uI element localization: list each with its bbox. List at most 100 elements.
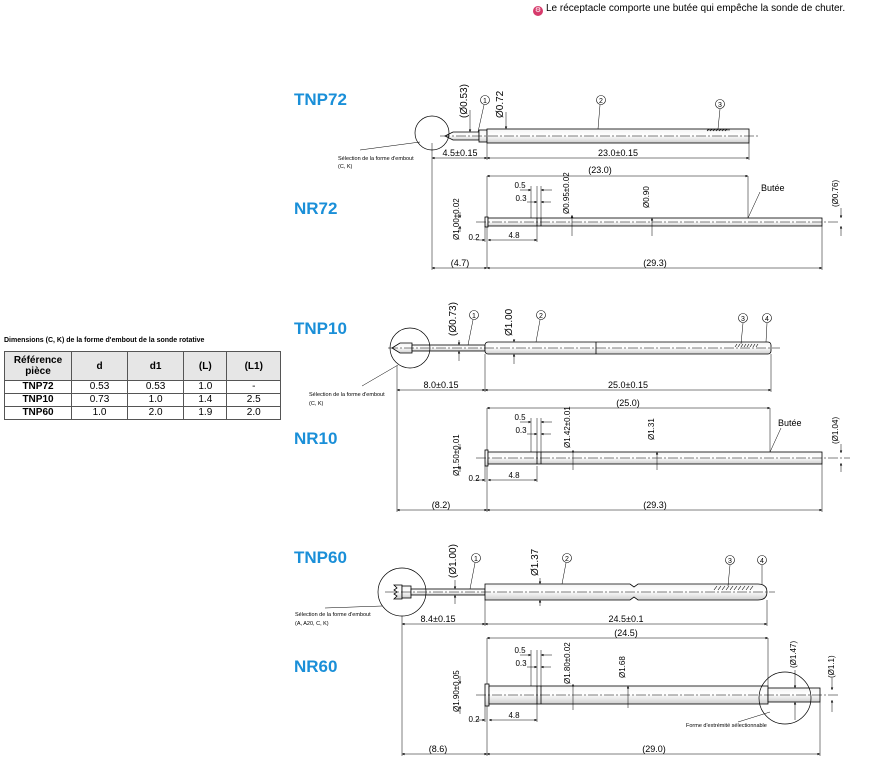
table-caption: Dimensions (C, K) de la forme d'embout d… — [4, 337, 205, 344]
callout-1 — [480, 95, 490, 105]
length-dim: (29.3) — [643, 500, 667, 510]
svg-text:1: 1 — [483, 98, 487, 105]
overall-length: (25.0) — [616, 398, 640, 408]
header-note: ⚙Le réceptacle comporte une butée qui em… — [533, 3, 845, 16]
diameter-label: (Ø1.04) — [831, 417, 840, 444]
tip-note-line1: Sélection de la forme d'embout — [295, 612, 371, 618]
spring-hatch — [713, 585, 754, 591]
diameter-label: Ø1.00 — [504, 308, 515, 336]
svg-text:4: 4 — [760, 558, 764, 565]
stop-label: Butée — [761, 183, 785, 193]
svg-text:2: 2 — [565, 556, 569, 563]
diameter-label: (Ø1.00) — [448, 544, 459, 578]
diameter-label: Ø1.31 — [647, 418, 656, 440]
svg-text:2: 2 — [599, 98, 603, 105]
callout-2 — [596, 95, 606, 105]
length-dim: 8.0±0.15 — [424, 380, 459, 390]
svg-text:1: 1 — [474, 556, 478, 563]
length-dim: (8.2) — [432, 500, 451, 510]
diameter-label: (Ø0.73) — [448, 302, 459, 336]
small-dim: 4.8 — [508, 231, 520, 240]
diameter-label: Ø1.80±0.02 — [563, 642, 572, 684]
spring-hatch — [706, 128, 728, 132]
step-dim: 0.3 — [515, 194, 527, 203]
probe-drawing-tnp10: Sélection de la forme d'embout (C, K) (Ø… — [309, 302, 780, 512]
length-dim: 8.4±0.15 — [421, 614, 456, 624]
small-dim: 0.2 — [468, 233, 480, 242]
diameter-label: Ø1.42±0.01 — [563, 406, 572, 448]
step-dim: 0.3 — [515, 426, 527, 435]
diameter-label: Ø0.90 — [642, 186, 651, 208]
receptacle-title-nr10: NR10 — [294, 429, 338, 448]
col-header-l: (L) — [183, 351, 228, 381]
overall-length: (24.5) — [614, 628, 638, 638]
step-dim: 0.5 — [514, 646, 526, 655]
step-dim: 0.5 — [514, 181, 526, 190]
step-dim: 0.5 — [514, 413, 526, 422]
length-dim: 4.5±0.15 — [443, 148, 478, 158]
diameter-label: Ø0.72 — [495, 90, 506, 118]
spring-hatch — [734, 343, 759, 348]
tool-badge-icon: ⚙ — [533, 6, 543, 16]
callout-2 — [562, 553, 572, 563]
stop-label: Butée — [778, 418, 802, 428]
length-dim: (8.6) — [429, 744, 448, 754]
table-cell: TNP60 — [4, 406, 72, 420]
probe-title-tnp60: TNP60 — [294, 548, 347, 567]
step-dim: 0.3 — [515, 659, 527, 668]
diameter-label: Ø1.50±0.01 — [452, 434, 461, 476]
callout-3 — [715, 99, 725, 109]
table-cell: 2.0 — [226, 406, 281, 420]
probe-title-tnp72: TNP72 — [294, 90, 347, 109]
diameter-label: (Ø1.47) — [789, 641, 798, 668]
receptacle-drawing-nr10: (25.0) 0.5 0.3 Ø1.50±0.01 Ø1.42±0.01 Ø1.… — [397, 398, 850, 512]
end-detail-circle — [758, 671, 812, 725]
diameter-label: (Ø0.53) — [459, 84, 470, 118]
col-header-l1: (L1) — [226, 351, 281, 381]
tip-note-line1: Sélection de la forme d'embout — [338, 156, 414, 162]
svg-text:1: 1 — [472, 313, 476, 320]
svg-text:4: 4 — [765, 316, 769, 323]
callout-1 — [469, 310, 479, 320]
tip-note-line2: (C, K) — [309, 401, 324, 407]
tip-note-line2: (C, K) — [338, 164, 353, 170]
diameter-label: (Ø1.1) — [827, 655, 836, 678]
tip-note-line1: Sélection de la forme d'embout — [309, 392, 385, 398]
tip-note-line2: (A, A20, C, K) — [295, 621, 329, 627]
diameter-label: Ø1.68 — [618, 656, 627, 678]
tip-detail-circle — [389, 327, 431, 369]
svg-text:2: 2 — [539, 313, 543, 320]
callout-3 — [738, 313, 748, 323]
length-dim: (4.7) — [451, 258, 470, 268]
table-row: TNP10 0.73 1.0 1.4 2.5 — [4, 393, 281, 407]
table-cell: 1.9 — [183, 406, 228, 420]
probe-title-tnp10: TNP10 — [294, 319, 347, 338]
length-dim: 25.0±0.15 — [608, 380, 648, 390]
receptacle-title-nr60: NR60 — [294, 657, 338, 676]
header-note-text: Le réceptacle comporte une butée qui emp… — [546, 3, 846, 14]
diameter-label: Ø1.00±0.02 — [452, 198, 461, 240]
length-dim: 24.5±0.1 — [609, 614, 644, 624]
probe-drawing-tnp72: Sélection de la forme d'embout (C, K) (Ø… — [338, 84, 760, 270]
overall-length: (23.0) — [588, 165, 612, 175]
diameter-label: (Ø0.76) — [831, 180, 840, 207]
diameter-label: Ø1.90±0.05 — [452, 670, 461, 712]
receptacle-drawing-nr60: (24.5) 0.5 0.3 Ø1.90±0.05 Ø1.80±0.02 Ø1.… — [402, 628, 838, 756]
callout-4 — [757, 555, 767, 565]
table-row: TNP60 1.0 2.0 1.9 2.0 — [4, 406, 281, 420]
svg-text:3: 3 — [741, 316, 745, 323]
table-cell: 2.0 — [127, 406, 185, 420]
callout-1 — [471, 553, 481, 563]
dimension-table: Référence pièce d d1 (L) (L1) TNP72 0.53… — [4, 351, 281, 420]
callout-4 — [762, 313, 772, 323]
length-dim: (29.3) — [643, 258, 667, 268]
col-header-d: d — [70, 351, 129, 381]
small-dim: 0.2 — [468, 715, 480, 724]
diameter-label: Ø0.95±0.02 — [562, 172, 571, 214]
length-dim: 23.0±0.15 — [598, 148, 638, 158]
callout-2 — [536, 310, 546, 320]
length-dim: (29.0) — [642, 744, 666, 754]
svg-text:3: 3 — [718, 102, 722, 109]
end-note: Forme d'extrémité sélectionnable — [686, 723, 767, 729]
